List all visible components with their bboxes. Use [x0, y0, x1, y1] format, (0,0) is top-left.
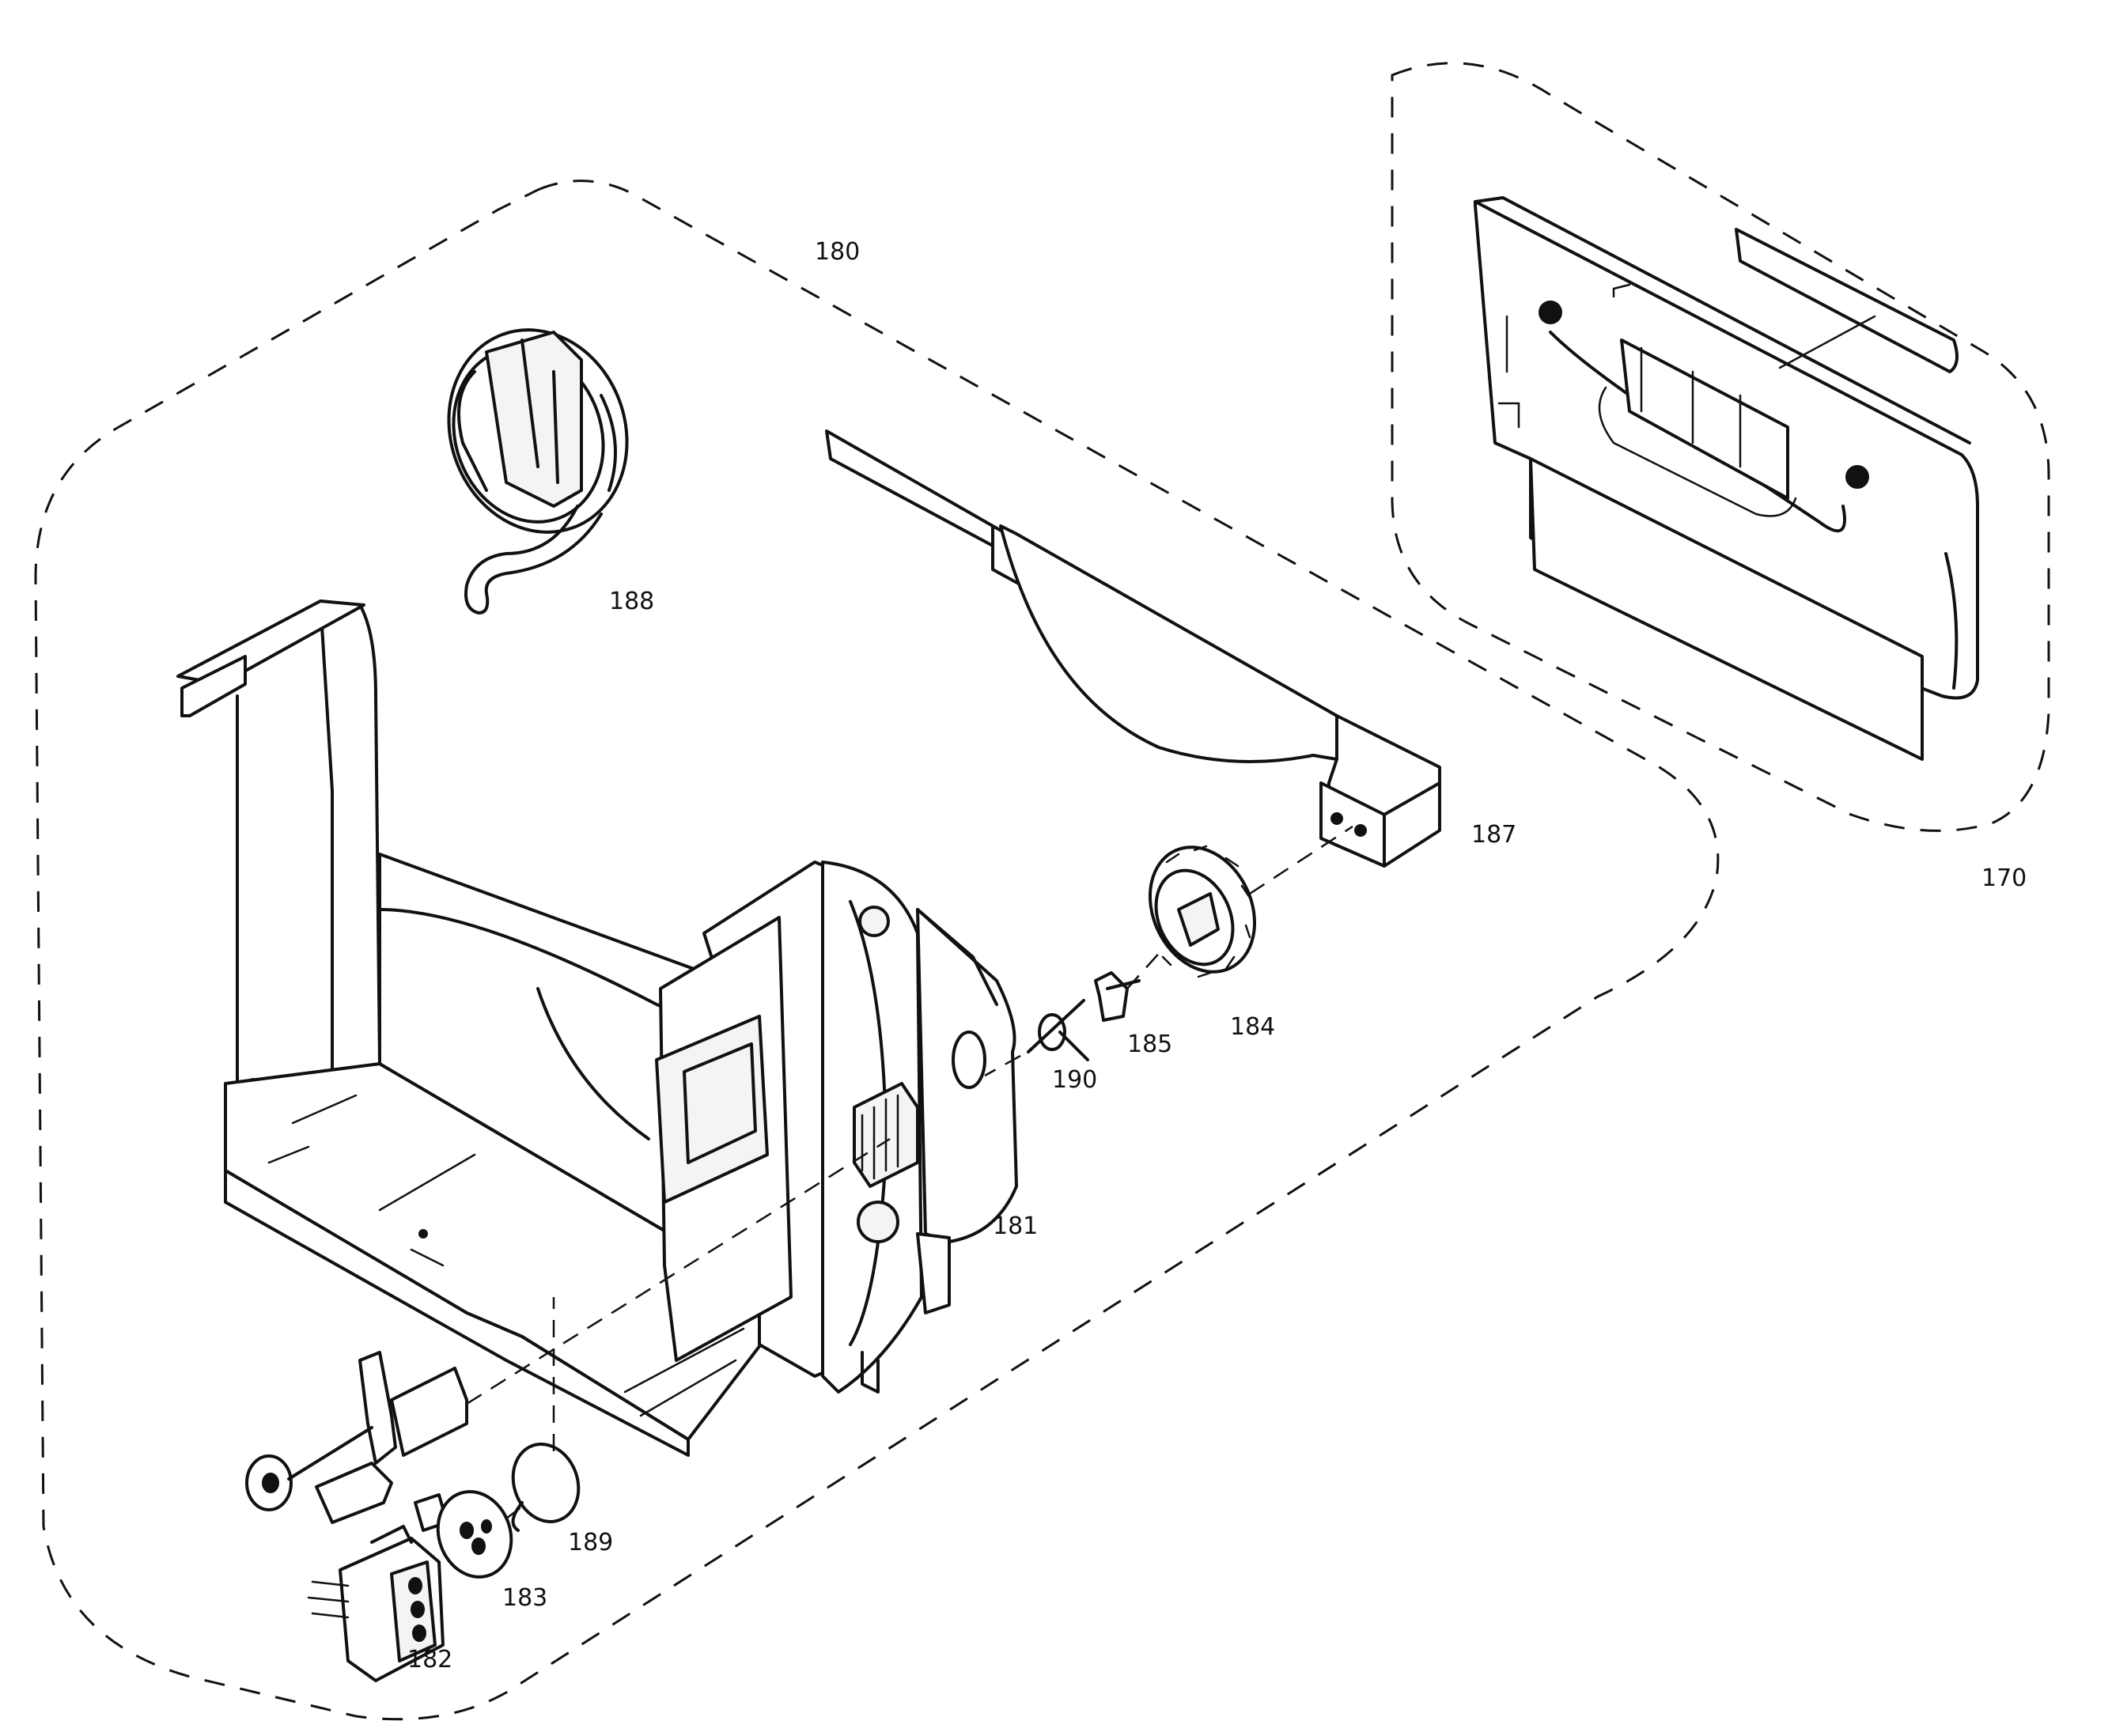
- leader-187-to-184: [1249, 825, 1353, 895]
- part-182-switch-block: [307, 1525, 445, 1682]
- callout-180: 180: [815, 238, 860, 266]
- part-189-ring: [511, 1443, 581, 1532]
- callout-189: 189: [568, 1529, 613, 1556]
- callout-185: 185: [1127, 1031, 1172, 1058]
- group-boundary-170: [1391, 62, 2050, 832]
- part-190-spring: [1027, 999, 1089, 1061]
- leader-184-to-185: [1126, 948, 1164, 989]
- part-187-strap: [825, 429, 1441, 868]
- callout-181: 181: [993, 1212, 1038, 1240]
- lower-bracket: [315, 1351, 468, 1524]
- lower-screw: [245, 1426, 373, 1511]
- leader-183-to-189: [505, 1506, 523, 1519]
- callout-183: 183: [502, 1584, 547, 1612]
- leader-190-to-body: [984, 1054, 1021, 1077]
- group-boundary-180: [34, 180, 1720, 1721]
- part-184-gear: [1148, 845, 1257, 978]
- part-181-body-frame: [176, 599, 1018, 1457]
- part-183-disc: [414, 1490, 513, 1579]
- callout-190: 190: [1052, 1066, 1097, 1094]
- callout-187: 187: [1471, 821, 1516, 849]
- callout-182: 182: [407, 1646, 452, 1674]
- part-188-lens-cap: [447, 328, 629, 615]
- callout-170: 170: [1981, 864, 2027, 892]
- part-185-shaft: [1094, 971, 1141, 1022]
- callout-188: 188: [609, 588, 654, 615]
- part-170-cover-panel: [1474, 196, 1979, 761]
- callout-184: 184: [1230, 1013, 1275, 1041]
